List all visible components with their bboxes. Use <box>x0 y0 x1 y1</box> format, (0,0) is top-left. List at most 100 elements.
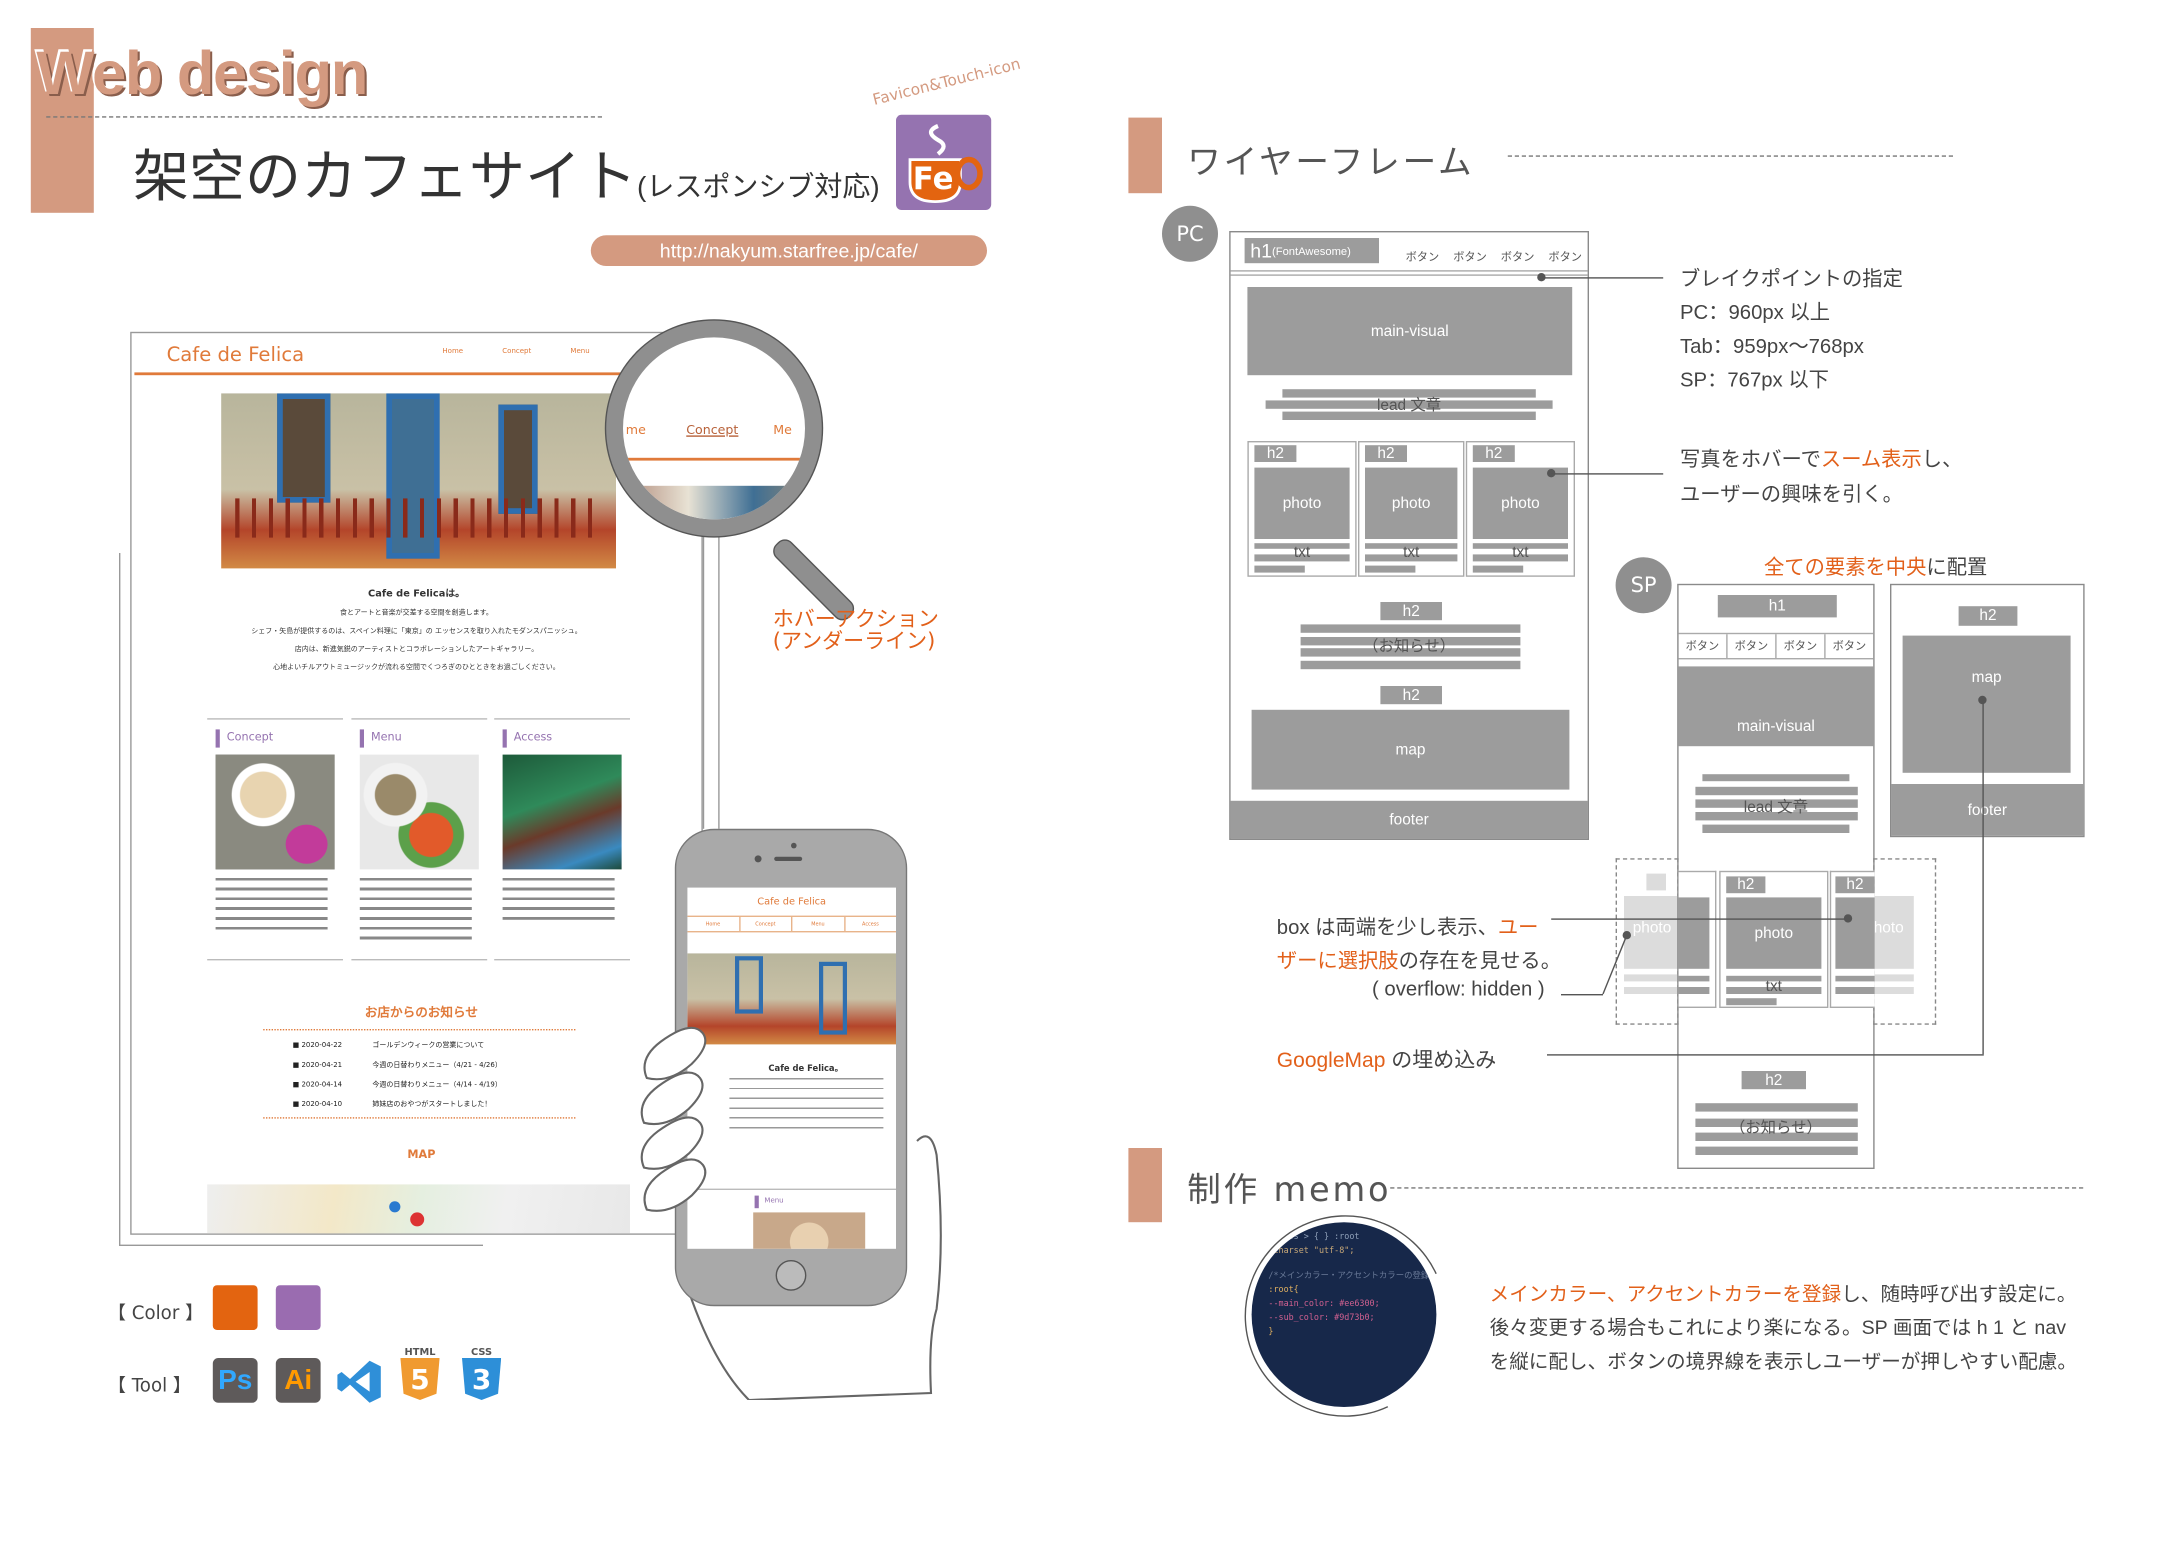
news-bottom-border <box>263 1117 576 1119</box>
pc-main-visual: main-visual <box>1247 287 1573 376</box>
map-title: MAP <box>407 1148 436 1161</box>
tool-label: 【 Tool 】 <box>107 1376 192 1398</box>
wireframe-divider <box>1507 155 1953 157</box>
main-color-swatch <box>212 1285 258 1330</box>
phone-card-title: Menu <box>764 1197 784 1206</box>
sp-badge: SP <box>1615 557 1672 614</box>
memo-line2: 後々変更する場合もこれにより楽になる。SP 画面では h 1 と nav <box>1489 1316 2067 1339</box>
magnifier-lens: me Concept Me <box>606 320 822 537</box>
sp-nav: ボタン ボタン ボタン ボタン <box>1678 632 1874 660</box>
window-shape <box>277 393 331 503</box>
sp-h1: h1 <box>1717 595 1837 618</box>
hover-action-note: ホバーアクション (アンダーライン) <box>772 606 939 654</box>
breakpoint-sp: SP：767px 以下 <box>1680 369 1829 392</box>
annotation-line <box>1547 1054 1984 1056</box>
sub-color-swatch <box>275 1285 321 1330</box>
phone-card-photo <box>753 1212 866 1249</box>
css3-icon: CSS 3 <box>462 1347 502 1400</box>
breakpoint-title: ブレイクポイントの指定 <box>1680 268 1903 292</box>
favicon-label: Favicon&Touch-icon <box>870 54 1023 110</box>
sp-lead-label: lead 文章 <box>1743 799 1808 817</box>
sp-main-visual: main-visual <box>1678 666 1874 747</box>
desktop-mockup: Cafe de Felica Home Concept Menu Cafe de… <box>130 331 703 1235</box>
nav-concept[interactable]: Concept <box>502 347 532 356</box>
annotation-line <box>1561 994 1603 996</box>
sp-card-left <box>1678 870 1717 1008</box>
pc-news-label: （お知らせ） <box>1363 638 1456 656</box>
magnified-header-line <box>623 457 805 461</box>
terrace-photo <box>502 754 622 870</box>
pc-h1: h1(FontAwesome) <box>1244 238 1379 264</box>
phone-nav-access[interactable]: Access <box>862 921 879 927</box>
googlemap-note: GoogleMap の埋め込み <box>1276 1048 1497 1073</box>
code-screenshot: al.css > { } :root @charset "utf-8"; /*メ… <box>1251 1222 1437 1407</box>
hero-image <box>221 393 616 569</box>
card-menu[interactable]: Menu <box>351 718 488 961</box>
nav-button[interactable]: ボタン <box>1548 250 1582 264</box>
lead-bar <box>1282 389 1536 398</box>
card-access[interactable]: Access <box>494 718 630 961</box>
map-embed[interactable] <box>207 1184 630 1234</box>
sensor-icon <box>791 842 797 849</box>
phone-nav-home[interactable]: Home <box>687 917 740 931</box>
memo-heading: 制作 memo <box>1187 1170 1392 1210</box>
connector-line <box>702 532 705 829</box>
zoom-note: 写真をホバーでスーム表示し、 <box>1680 449 1963 472</box>
card-h2: h2 <box>1254 445 1297 462</box>
pc-footer: footer <box>1230 800 1588 839</box>
phone-divider <box>687 1188 896 1190</box>
sp-card-right: h2 <box>1829 870 1875 1008</box>
nav-home[interactable]: Home <box>442 347 464 356</box>
phone-nav: Home Concept Menu Access <box>687 915 896 933</box>
home-button[interactable] <box>775 1260 807 1291</box>
nav-button[interactable]: ボタン <box>1679 634 1728 658</box>
wireframe-heading: ワイヤーフレーム <box>1187 142 1475 182</box>
window-shape <box>735 956 763 1014</box>
favicon-icon: Fe <box>896 114 992 210</box>
sp-news-h2: h2 <box>1741 1071 1806 1090</box>
card-concept[interactable]: Concept <box>207 718 343 961</box>
nav-button[interactable]: ボタン <box>1728 634 1777 658</box>
door-shape <box>819 961 847 1035</box>
site-url-pill[interactable]: http://nakyum.starfree.jp/cafe/ <box>590 235 987 266</box>
shadow-line-left <box>119 553 121 1246</box>
magnified-hero <box>623 485 805 520</box>
nav-button[interactable]: ボタン <box>1832 639 1867 653</box>
phone-nav-concept[interactable]: Concept <box>740 917 793 931</box>
nav-button[interactable]: ボタン <box>1777 634 1826 658</box>
phone-device: Cafe de Felica Home Concept Menu Access … <box>674 828 908 1307</box>
html5-icon: HTML 5 <box>400 1347 440 1400</box>
nav-button[interactable]: ボタン <box>1405 250 1440 264</box>
card-h2: h2 <box>1726 876 1766 894</box>
nav-button[interactable]: ボタン <box>1453 250 1487 264</box>
box-note-line3: ( overflow: hidden ) <box>1372 978 1545 1001</box>
news-title: お店からのお知らせ <box>364 1006 478 1021</box>
card-title: Concept <box>226 730 274 744</box>
card-h2: h2 <box>1365 445 1407 462</box>
ghost-photo <box>1624 896 1680 969</box>
phone-nav-menu[interactable]: Menu <box>792 917 845 931</box>
pc-card: h2 photo txt <box>1465 441 1575 577</box>
pc-news-h2: h2 <box>1380 602 1442 621</box>
pc-map-h2: h2 <box>1380 686 1442 705</box>
box-note-line1: box は両端を少し表示、ユー <box>1276 917 1539 940</box>
phone-hero <box>687 953 896 1045</box>
annotation-line <box>1551 473 1664 475</box>
pc-card: h2 photo txt <box>1358 441 1465 577</box>
card-h2: h2 <box>1835 876 1875 894</box>
sp-card-center: h2 photo txt <box>1719 870 1829 1008</box>
nav-menu[interactable]: Menu <box>570 347 590 356</box>
accent-bar <box>30 28 94 213</box>
annotation-line <box>1602 931 1631 995</box>
ghost-h2 <box>1646 873 1666 891</box>
ghost-photo-label: photo <box>1632 919 1672 937</box>
nav-button[interactable]: ボタン <box>1500 250 1535 264</box>
card-photo: photo <box>1365 467 1458 539</box>
map-pin-icon <box>389 1201 401 1213</box>
center-note: 全ての要素を中央に配置 <box>1764 557 1988 580</box>
